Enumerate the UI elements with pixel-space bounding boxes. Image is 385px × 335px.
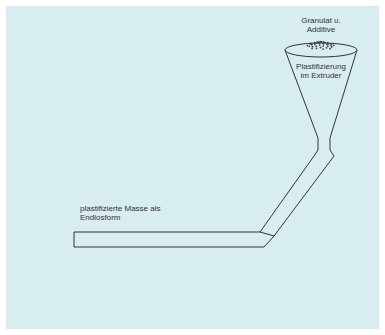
granule [310,43,312,45]
funnel-rim [285,43,357,57]
granule [333,44,335,46]
granule [316,41,318,43]
granule [331,43,333,45]
granule [329,48,331,50]
granule [320,41,322,43]
granule [307,45,309,47]
extrudate-strand [74,232,274,247]
granule [323,41,325,43]
granule [325,47,327,49]
granule [313,42,315,44]
background-panel [6,6,379,329]
granule [330,43,332,45]
granule [322,43,324,45]
granule [322,45,324,47]
granule [314,42,316,44]
process-label: Plastifizierung im Extruder [292,62,350,80]
granule [322,48,324,50]
granule [316,42,318,44]
granule [327,42,329,44]
granule [320,41,322,43]
granule [327,45,329,47]
granule [316,47,318,49]
granule [327,42,329,44]
granule [311,48,313,50]
granules [307,41,335,50]
granule [314,44,316,46]
granule [319,44,321,46]
granule [312,46,314,48]
granule [322,41,324,43]
granule [331,46,333,48]
granule [320,47,322,49]
granule [310,43,312,45]
granule [308,45,310,47]
input-label: Granulat u. Additive [290,16,352,34]
granule [315,45,317,47]
funnel-outline [260,50,357,236]
output-label: plastifizierte Masse als Endlosform [80,204,190,222]
granule [326,44,328,46]
